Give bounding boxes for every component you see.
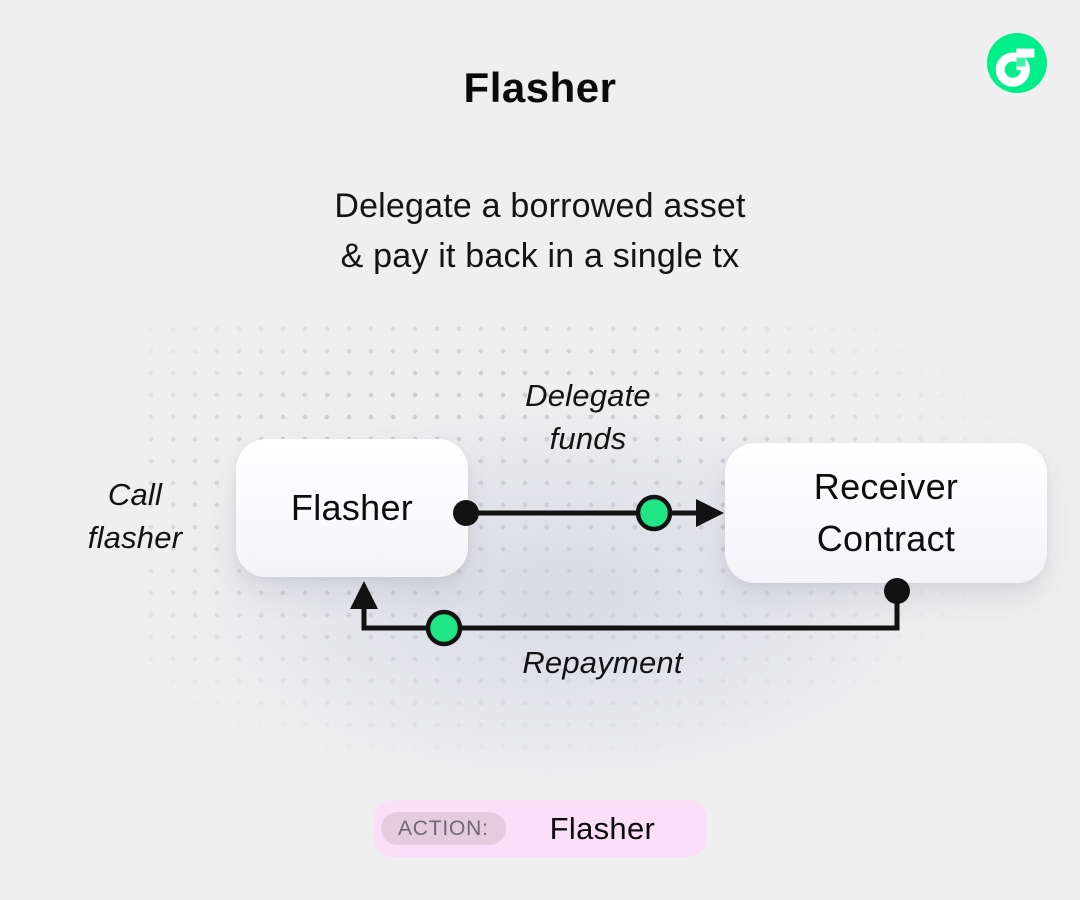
- green-marker-repayment: [425, 609, 463, 647]
- edge-delegate-arrow: [453, 494, 724, 532]
- action-value: Flasher: [549, 810, 656, 846]
- arrowhead-into-receiver: [696, 499, 724, 527]
- flow-logo-icon: [987, 33, 1047, 93]
- green-marker-delegate: [635, 494, 673, 532]
- node-flasher-label: Flasher: [290, 487, 414, 528]
- page-subtitle: Delegate a borrowed asset & pay it back …: [0, 181, 1080, 281]
- receiver-label-line2: Contract: [816, 518, 956, 559]
- action-badge: ACTION: Flasher: [374, 800, 707, 857]
- receiver-label-line1: Receiver: [813, 466, 959, 507]
- node-flasher: Flasher: [236, 439, 468, 577]
- subtitle-line-1: Delegate a borrowed asset: [334, 187, 746, 225]
- arrowhead-into-flasher: [350, 581, 378, 609]
- edge-label-delegate-funds: Delegate funds: [458, 374, 718, 460]
- delegate-label-line1: Delegate: [525, 378, 651, 413]
- call-label-line2: flasher: [87, 520, 183, 555]
- edge-repayment-arrow: [350, 578, 910, 647]
- action-chip: ACTION:: [381, 812, 506, 845]
- call-label-line1: Call: [107, 477, 163, 512]
- node-receiver-contract: Receiver Contract: [725, 443, 1047, 583]
- edge-label-repayment: Repayment: [522, 645, 683, 680]
- page-title: Flasher: [463, 64, 617, 111]
- node-receiver-label: Receiver Contract: [814, 461, 958, 565]
- subtitle-line-2: & pay it back in a single tx: [340, 237, 740, 275]
- edge-label-call-flasher: Call flasher: [30, 473, 240, 559]
- delegate-label-line2: funds: [549, 421, 627, 456]
- flow-logo-svg: [987, 33, 1047, 93]
